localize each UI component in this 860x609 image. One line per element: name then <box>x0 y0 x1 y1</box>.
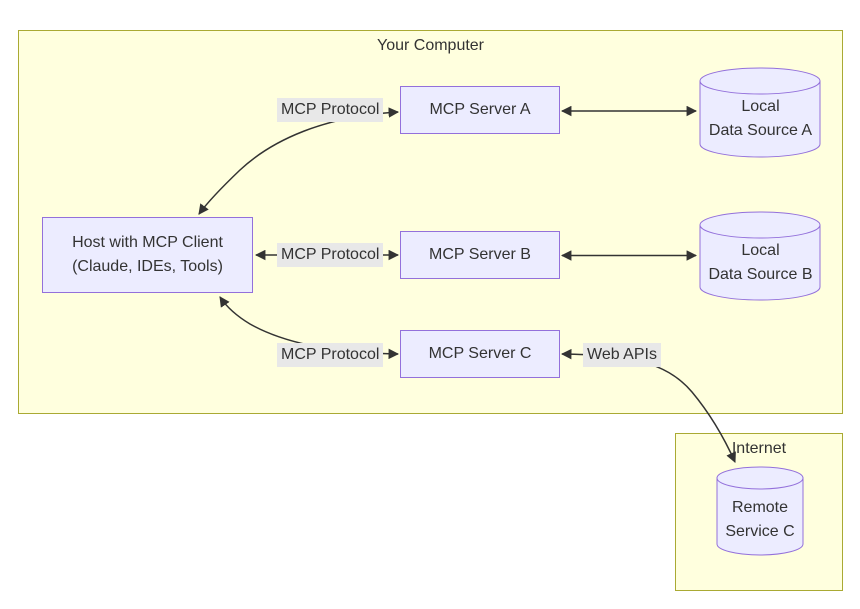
edge-label-mcp-protocol-a: MCP Protocol <box>277 98 384 122</box>
edge-label-web-apis: Web APIs <box>583 343 661 367</box>
label-local-data-source-b-line-1: Local <box>741 242 780 259</box>
node-mcp-server-c: MCP Server C <box>400 330 560 378</box>
node-host-label-line-2: (Claude, IDEs, Tools) <box>72 258 223 275</box>
edge-host-server-a <box>198 107 400 215</box>
cylinder-local-data-source-a-top <box>699 67 821 95</box>
label-local-data-source-a: Local Data Source A <box>700 95 821 143</box>
node-host-with-mcp-client: Host with MCP Client (Claude, IDEs, Tool… <box>42 217 253 293</box>
cylinder-remote-service-c-top <box>716 466 804 490</box>
node-host-label-line-1: Host with MCP Client <box>72 234 223 251</box>
node-mcp-server-a-label: MCP Server A <box>429 101 531 118</box>
cluster-your-computer-title: Your Computer <box>376 37 485 54</box>
node-mcp-server-a: MCP Server A <box>400 86 560 134</box>
cluster-internet-title: Internet <box>731 440 787 457</box>
label-local-data-source-a-line-2: Data Source A <box>708 122 813 139</box>
edge-server-c-remote-c <box>560 348 736 463</box>
cylinder-local-data-source-b-top <box>699 211 821 239</box>
label-local-data-source-b-line-2: Data Source B <box>708 266 813 283</box>
label-local-data-source-b: Local Data Source B <box>700 239 821 287</box>
node-mcp-server-c-label: MCP Server C <box>428 345 532 362</box>
label-remote-service-c-line-1: Remote <box>731 499 789 516</box>
label-remote-service-c-line-2: Service C <box>725 523 795 540</box>
label-remote-service-c: Remote Service C <box>714 496 806 544</box>
edge-label-mcp-protocol-c: MCP Protocol <box>277 343 384 367</box>
node-mcp-server-b-label: MCP Server B <box>429 246 531 263</box>
cylinder-remote-service-c <box>716 477 804 556</box>
edge-label-mcp-protocol-b: MCP Protocol <box>277 243 384 267</box>
cylinder-local-data-source-b <box>699 224 821 301</box>
label-local-data-source-a-line-1: Local <box>741 98 780 115</box>
cylinder-local-data-source-a <box>699 80 821 158</box>
node-mcp-server-b: MCP Server B <box>400 231 560 279</box>
